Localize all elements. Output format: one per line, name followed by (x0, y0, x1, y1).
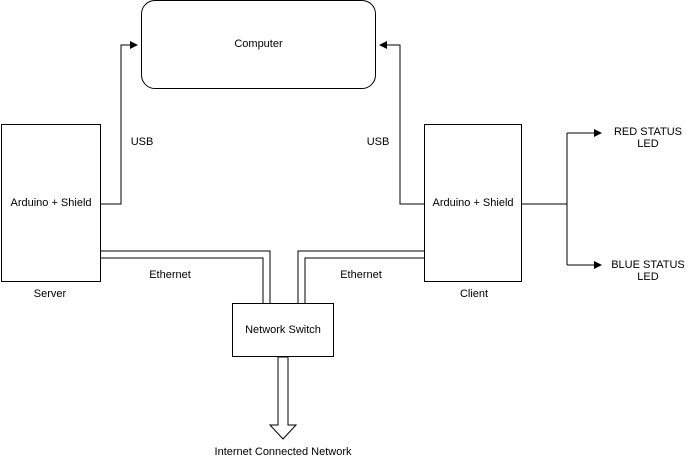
computer-label: Computer (234, 37, 283, 50)
ethernet-connector-client (297, 250, 424, 303)
network-switch-label: Network Switch (245, 324, 321, 336)
blue-status-led-label: BLUE STATUS LED (611, 259, 685, 283)
usb-label-left: USB (130, 136, 154, 148)
network-switch-node: Network Switch (232, 303, 334, 357)
usb-connector-client (379, 41, 424, 205)
client-arduino-label: Arduino + Shield (432, 197, 514, 209)
red-status-led-label: RED STATUS LED (613, 126, 683, 150)
server-arduino-node: Arduino + Shield (1, 124, 101, 282)
usb-label-right: USB (366, 136, 390, 148)
server-caption: Server (33, 288, 67, 300)
ethernet-label-left: Ethernet (149, 269, 191, 281)
ethernet-label-right: Ethernet (340, 269, 382, 281)
usb-connector-server (101, 41, 138, 205)
ethernet-connector-server (101, 250, 271, 303)
client-arduino-node: Arduino + Shield (424, 124, 522, 282)
internet-arrow (268, 356, 298, 440)
server-arduino-label: Arduino + Shield (10, 197, 92, 209)
led-connectors (522, 129, 602, 269)
internet-network-label: Internet Connected Network (214, 446, 352, 458)
client-caption: Client (459, 288, 489, 300)
computer-node: Computer (141, 0, 376, 89)
